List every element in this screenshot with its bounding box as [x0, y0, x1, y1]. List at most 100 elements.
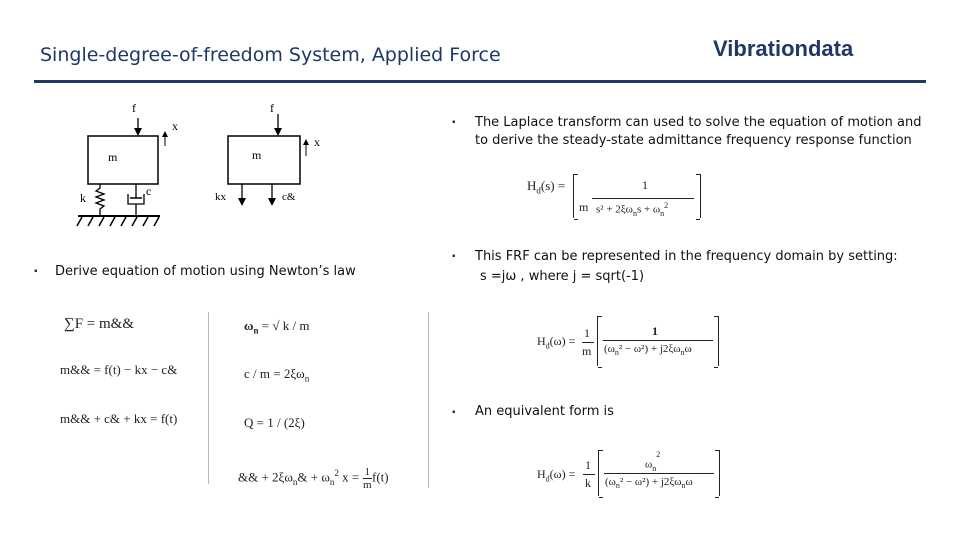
diagram-fbd-mass-block [227, 135, 301, 185]
equivalent-bracket [598, 450, 720, 498]
he-k: k [585, 476, 591, 490]
hs-den-n2: n [660, 208, 665, 218]
hw-num: 1 [652, 324, 658, 338]
hs-arg: (s) = [540, 178, 566, 193]
he-den-rest: ² − ω²) + j2ξω [619, 476, 682, 488]
diagram-left-mass-block [87, 135, 159, 185]
equation-quality-factor: Q = 1 / (2ξ) [244, 415, 305, 430]
brand-logo-text: Vibrationdata [713, 36, 854, 61]
eq7-sup: 2 [334, 468, 339, 479]
laplace-admittance-equation: Hd(s) = [527, 178, 565, 196]
hs-den-s: s + ω [636, 203, 661, 216]
he-den: (ωn² − ω²) + j2ξωnω [605, 476, 693, 491]
eq4-rhs: = √ k / m [258, 318, 310, 333]
diagram-fbd-force-arrowhead [274, 128, 282, 136]
hw-fraction-bar [603, 340, 713, 341]
diagram-left-m-label: m [108, 150, 118, 164]
frequency-admittance-label: Hd(ω) = [537, 334, 575, 350]
hs-den-sq: 2 [664, 201, 669, 210]
he-num: ωn 2 [645, 450, 660, 473]
he-den-n2: n [681, 481, 686, 491]
hw-sub: d [545, 341, 550, 351]
diagram-fbd-spring-force-arrowhead [238, 198, 246, 206]
right-bullet1-text: The Laplace transform can used to solve … [475, 115, 922, 148]
left-bullet-marker: ▪ [34, 266, 38, 277]
diagram-fbd-damping-force-arrowhead [268, 198, 276, 206]
eq7-num: 1 [362, 466, 373, 479]
diagram-fbd-f-label: f [270, 101, 274, 115]
eq4-omega: ω [244, 318, 254, 333]
he-den-n: n [615, 481, 620, 491]
slide-title: Single-degree-of-freedom System, Applied… [40, 44, 501, 66]
hs-den-n: n [632, 208, 637, 218]
diagram-left-force-arrowhead [134, 128, 142, 136]
hw-one: 1 [584, 326, 590, 340]
equation-of-motion: m&& + c& + kx = f(t) [60, 411, 178, 426]
laplace-den-m: m [579, 200, 589, 214]
diagram-ground-hatch [76, 216, 160, 227]
diagram-fbd-kx-label: kx [215, 191, 227, 203]
hw-den-n: n [614, 348, 619, 358]
diagram-left-k-label: k [80, 191, 86, 205]
he-num-sq: 2 [656, 450, 661, 459]
center-divider [428, 312, 429, 488]
hw-arg: (ω) = [549, 334, 576, 348]
diagram-fbd-disp-arrowhead [303, 139, 309, 145]
hw-label: H [537, 334, 546, 348]
eq7-end: f(t) [372, 469, 389, 485]
hs-den-expr: s² + 2ξω [596, 203, 633, 216]
diagram-fbd-damping-label: c& [282, 191, 296, 203]
diagram-left-c-label: c [146, 184, 151, 198]
he-one: 1 [585, 458, 591, 472]
eq7-den: m [362, 479, 372, 491]
right-bullet1-marker: ▪ [452, 117, 456, 128]
hw-m: m [582, 344, 592, 358]
eq7-sub2: n [329, 477, 335, 488]
diagram-left-x-label: x [172, 119, 178, 133]
eq5-body: c / m = 2ξω [244, 366, 305, 381]
laplace-num: 1 [642, 178, 648, 192]
he-num-n: n [652, 463, 657, 473]
equation-natural-frequency: ωn = √ k / m [244, 318, 309, 336]
hw-den-end: ω [684, 343, 692, 355]
he-num-omega: ω [645, 458, 653, 471]
equation-damping-ratio: c / m = 2ξωn [244, 366, 309, 384]
hw-den-rest: ² − ω²) + j2ξω [618, 343, 681, 355]
eq7-part2: & + ω [297, 469, 330, 485]
hw-one-bar [582, 342, 594, 343]
diagram-left-f-label: f [132, 101, 136, 115]
eq7-x: x = [338, 469, 363, 485]
he-fraction-bar [604, 473, 714, 474]
right-bullet2-text: This FRF can be represented in the frequ… [475, 249, 898, 264]
he-sub: d [545, 474, 550, 484]
hs-sub: d [536, 185, 541, 196]
eq5-sub: n [304, 373, 310, 384]
diagram-fbd-x-label: x [314, 135, 320, 149]
laplace-fraction-bar [592, 198, 694, 199]
laplace-bracket [573, 174, 701, 220]
equivalent-admittance-label: Hd(ω) = [537, 467, 575, 483]
he-den-end: ω [685, 476, 693, 488]
diagram-left-disp-arrowhead [162, 131, 168, 137]
frequency-bracket [597, 316, 719, 368]
eq4-sub: n [253, 325, 259, 336]
hw-den: (ωn² − ω²) + j2ξωnω [604, 343, 692, 358]
equation-newton-sum: ∑F = m&& [64, 316, 134, 332]
he-one-bar [583, 474, 595, 475]
hs-label: H [527, 178, 537, 193]
diagram-fbd-m-label: m [252, 148, 262, 162]
right-bullet3-marker: ▪ [452, 407, 456, 418]
equation-force-balance: m&& = f(t) − kx − c& [60, 362, 178, 377]
header-divider [34, 80, 926, 83]
eq7-part1: && + 2ξω [238, 469, 293, 485]
laplace-den: s² + 2ξωns + ωn2 [596, 201, 668, 218]
right-bullet2-marker: ▪ [452, 251, 456, 262]
diagram-spring [94, 184, 106, 216]
hw-den-omega: ω [607, 343, 615, 355]
eq7-sub1: n [292, 477, 298, 488]
hw-den-n2: n [680, 348, 685, 358]
left-bullet-text: Derive equation of motion using Newton’s… [55, 264, 356, 279]
right-bullet3-text: An equivalent form is [475, 404, 614, 419]
